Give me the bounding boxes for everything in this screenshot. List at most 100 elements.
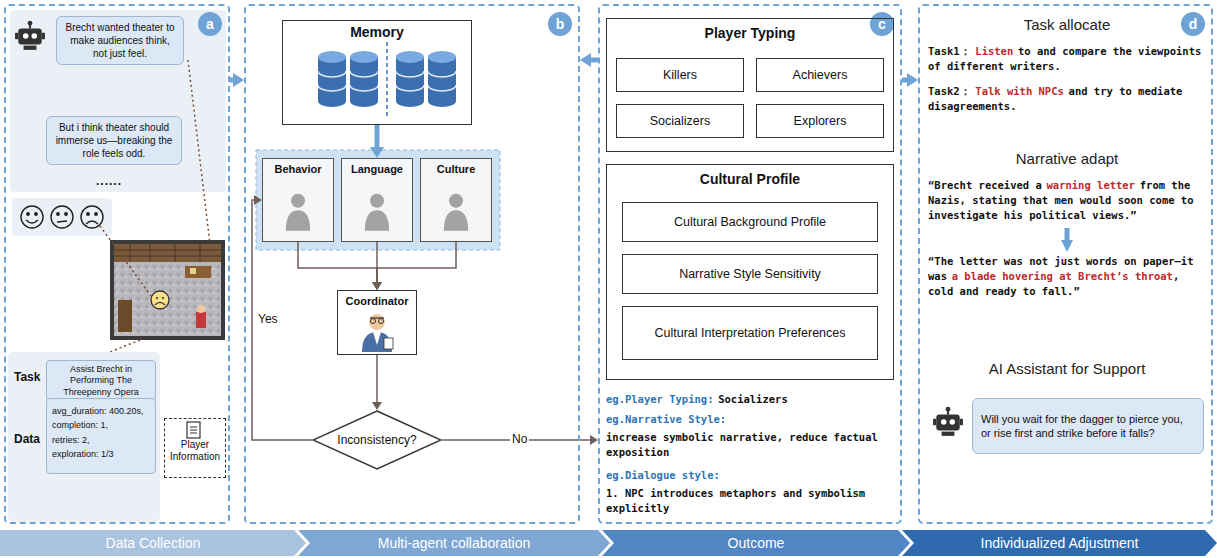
connector-arrow — [591, 58, 598, 63]
node-text: Memory — [283, 24, 471, 40]
label-text: Task allocate — [1024, 16, 1111, 33]
panel-badge: d — [1181, 12, 1205, 36]
node-text: Brecht wanted theater to make audiences … — [63, 21, 177, 60]
label-text: eg.Narrative Style: — [606, 413, 726, 425]
node-text: Data Collection — [106, 535, 201, 551]
node-text: Assist Brecht in Performing The Threepen… — [52, 364, 150, 398]
agent-box: Behavior — [262, 158, 334, 242]
node-text: exploration: 1/3 — [52, 447, 150, 461]
text-block: “The letter was not just words on paper—… — [928, 254, 1206, 300]
text-block: eg.Dialogue style: — [606, 468, 898, 483]
node-text: Achievers — [793, 68, 848, 82]
label-text: Task1： — [928, 45, 971, 57]
label-text: Socializers — [718, 393, 788, 405]
node-text: Behavior — [263, 163, 333, 175]
stage-banner: Multi-agent collaboration — [298, 530, 610, 556]
label-text: Listen — [975, 45, 1013, 57]
node-text: Multi-agent collaboration — [378, 535, 531, 551]
text-block: Task1：Listento and compare the viewpoint… — [928, 44, 1206, 74]
label-text: warning letter — [1047, 179, 1136, 191]
node-text: Individualized Adjustment — [981, 535, 1139, 551]
stage-banner: Outcome — [602, 530, 910, 556]
connector-arrow — [252, 200, 312, 440]
node-text: Data — [14, 432, 40, 446]
node-text: Coordinator — [338, 295, 416, 307]
type-box: Achievers — [756, 58, 884, 92]
agent-box: Language — [341, 158, 413, 242]
edge-label: No — [510, 432, 529, 446]
player-record-box: TaskDataAssist Brecht in Performing The … — [8, 352, 160, 522]
agent-box: Culture — [420, 158, 492, 242]
stage-banner: Data Collection — [0, 530, 306, 556]
text-block: increase symbolic narrative, reduce fact… — [606, 430, 898, 460]
panel: cPlayer TypingKillers AchieversSocializer… — [598, 4, 902, 524]
label-text: 1. NPC introduces metaphors and symbolis… — [606, 487, 865, 514]
connector-arrow — [902, 78, 907, 83]
assistant-bubble: Will you wait for the dagger to pierce y… — [972, 398, 1204, 454]
text-block: “Brecht received awarning letterfrom the… — [928, 178, 1206, 224]
decision-diamond: Inconsistency? — [312, 410, 442, 470]
text-block: AI Assistant for Support — [928, 360, 1206, 377]
node-text: Inconsistency? — [337, 433, 416, 447]
data-box: avg_duration: 400.20s,completion: 1,retr… — [46, 398, 156, 474]
node-text: But i think theater should immerse us—br… — [53, 121, 175, 160]
panel-badge: c — [870, 12, 894, 36]
group-box: Player TypingKillers AchieversSocializers… — [606, 18, 894, 152]
node-text: retries: 2, — [52, 433, 150, 447]
label-text: increase symbolic narrative, reduce fact… — [606, 431, 878, 458]
label-text: eg.Player Typing: — [606, 393, 713, 405]
connector-arrow — [376, 355, 378, 402]
task-box: Assist Brecht in Performing The Threepen… — [46, 360, 156, 402]
label-text: Narrative adapt — [1016, 150, 1119, 167]
node-text: Killers — [663, 68, 697, 82]
node-text: Explorers — [794, 114, 847, 128]
label-text: AI Assistant for Support — [989, 360, 1146, 377]
label-text: “Brecht received a — [928, 179, 1042, 191]
speech-bubble: But i think theater should immerse us—br… — [46, 116, 182, 165]
panel: a...... Brecht wanted theater to make aud… — [4, 4, 230, 524]
panel: bMemoryBehaviorLanguageCultureCoordinato… — [244, 4, 580, 524]
profile-box: Cultural Interpretation Preferences — [622, 306, 878, 360]
connector-arrow — [298, 242, 377, 282]
edge-label: Yes — [256, 312, 280, 326]
node-text: Player Information — [168, 439, 222, 463]
node-text: Cultural Background Profile — [674, 215, 826, 229]
group-box: Cultural ProfileCultural Background Prof… — [606, 164, 894, 380]
type-box: Socializers — [616, 104, 744, 138]
node-text: completion: 1, — [52, 418, 150, 432]
label-text: Talk with NPCs — [975, 85, 1064, 97]
label-text: Task2： — [928, 85, 971, 97]
node-text: Will you wait for the dagger to pierce y… — [981, 412, 1195, 441]
type-box: Explorers — [756, 104, 884, 138]
profile-box: Narrative Style Sensitivity — [622, 254, 878, 294]
node-text: Cultural Profile — [607, 171, 893, 187]
node-text: Player Typing — [607, 25, 893, 41]
node-text: Outcome — [728, 535, 785, 551]
text-block: Task allocate — [928, 16, 1206, 33]
stage-banner: Individualized Adjustment — [902, 530, 1217, 556]
node-text: Language — [342, 163, 412, 175]
node-text: Narrative Style Sensitivity — [679, 267, 821, 281]
profile-box: Cultural Background Profile — [622, 202, 878, 242]
text-block: Task2：Talk with NPCsand try to mediate d… — [928, 84, 1206, 114]
player-info-box: Player Information — [164, 418, 226, 478]
chat-box: ...... Brecht wanted theater to make audi… — [10, 10, 226, 192]
connector-arrow — [375, 125, 380, 147]
label-text: a blade hovering at Brecht’s throat — [952, 270, 1173, 282]
text-block: eg.Player Typing: Socializers — [606, 392, 898, 407]
node-text: ...... — [96, 174, 122, 188]
node-text: avg_duration: 400.20s, — [52, 404, 150, 418]
coordinator-box: Coordinator — [337, 290, 417, 355]
node-text: Culture — [421, 163, 491, 175]
speech-bubble: Brecht wanted theater to make audiences … — [56, 16, 184, 65]
text-block: eg.Narrative Style: — [606, 412, 898, 427]
label-text: eg.Dialogue style: — [606, 469, 720, 481]
node-text: Socializers — [650, 114, 710, 128]
type-box: Killers — [616, 58, 744, 92]
node-text: Cultural Interpretation Preferences — [654, 326, 845, 340]
connector-arrow — [230, 78, 233, 83]
text-block: 1. NPC introduces metaphors and symbolis… — [606, 486, 898, 516]
text-block: Narrative adapt — [928, 150, 1206, 167]
panel-badge: a — [198, 12, 222, 36]
connector-arrow — [377, 242, 456, 282]
